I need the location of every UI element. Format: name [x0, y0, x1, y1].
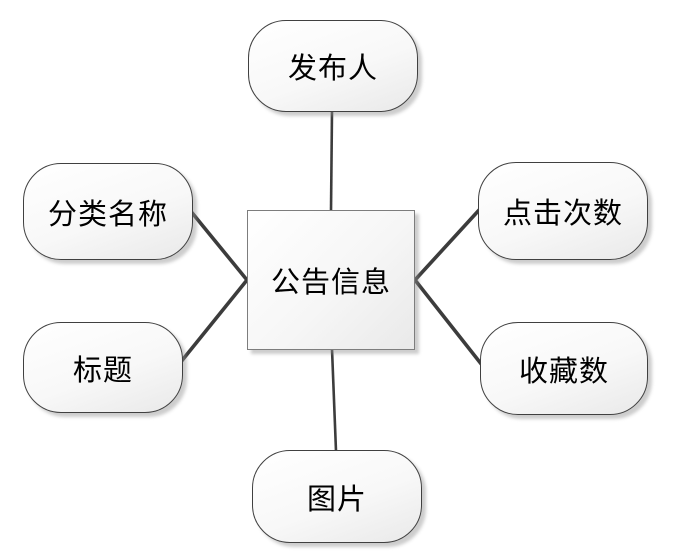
connector-click-count [413, 207, 482, 282]
connector-publisher [329, 110, 334, 212]
connector-category-name [187, 207, 249, 282]
attribute-node-publisher: 发布人 [248, 20, 418, 112]
attribute-node-label: 点击次数 [502, 196, 623, 230]
attribute-node-category-name: 分类名称 [23, 163, 193, 260]
attribute-node-label: 图片 [306, 481, 367, 516]
connector-image [330, 348, 338, 452]
attribute-node-image: 图片 [252, 450, 422, 543]
attribute-node-click-count: 点击次数 [478, 162, 648, 260]
attribute-node-label: 分类名称 [47, 196, 168, 231]
attribute-node-label: 标题 [72, 352, 133, 387]
attribute-node-favorite-count: 收藏数 [480, 322, 648, 415]
entity-node-label: 公告信息 [270, 265, 391, 299]
connector-favorite-count [413, 278, 484, 367]
attribute-node-label: 发布人 [287, 51, 378, 85]
attribute-node-label: 收藏数 [518, 353, 609, 388]
entity-node-announcement-info: 公告信息 [247, 210, 415, 350]
connector-title [178, 278, 249, 365]
attribute-node-title: 标题 [23, 322, 183, 413]
